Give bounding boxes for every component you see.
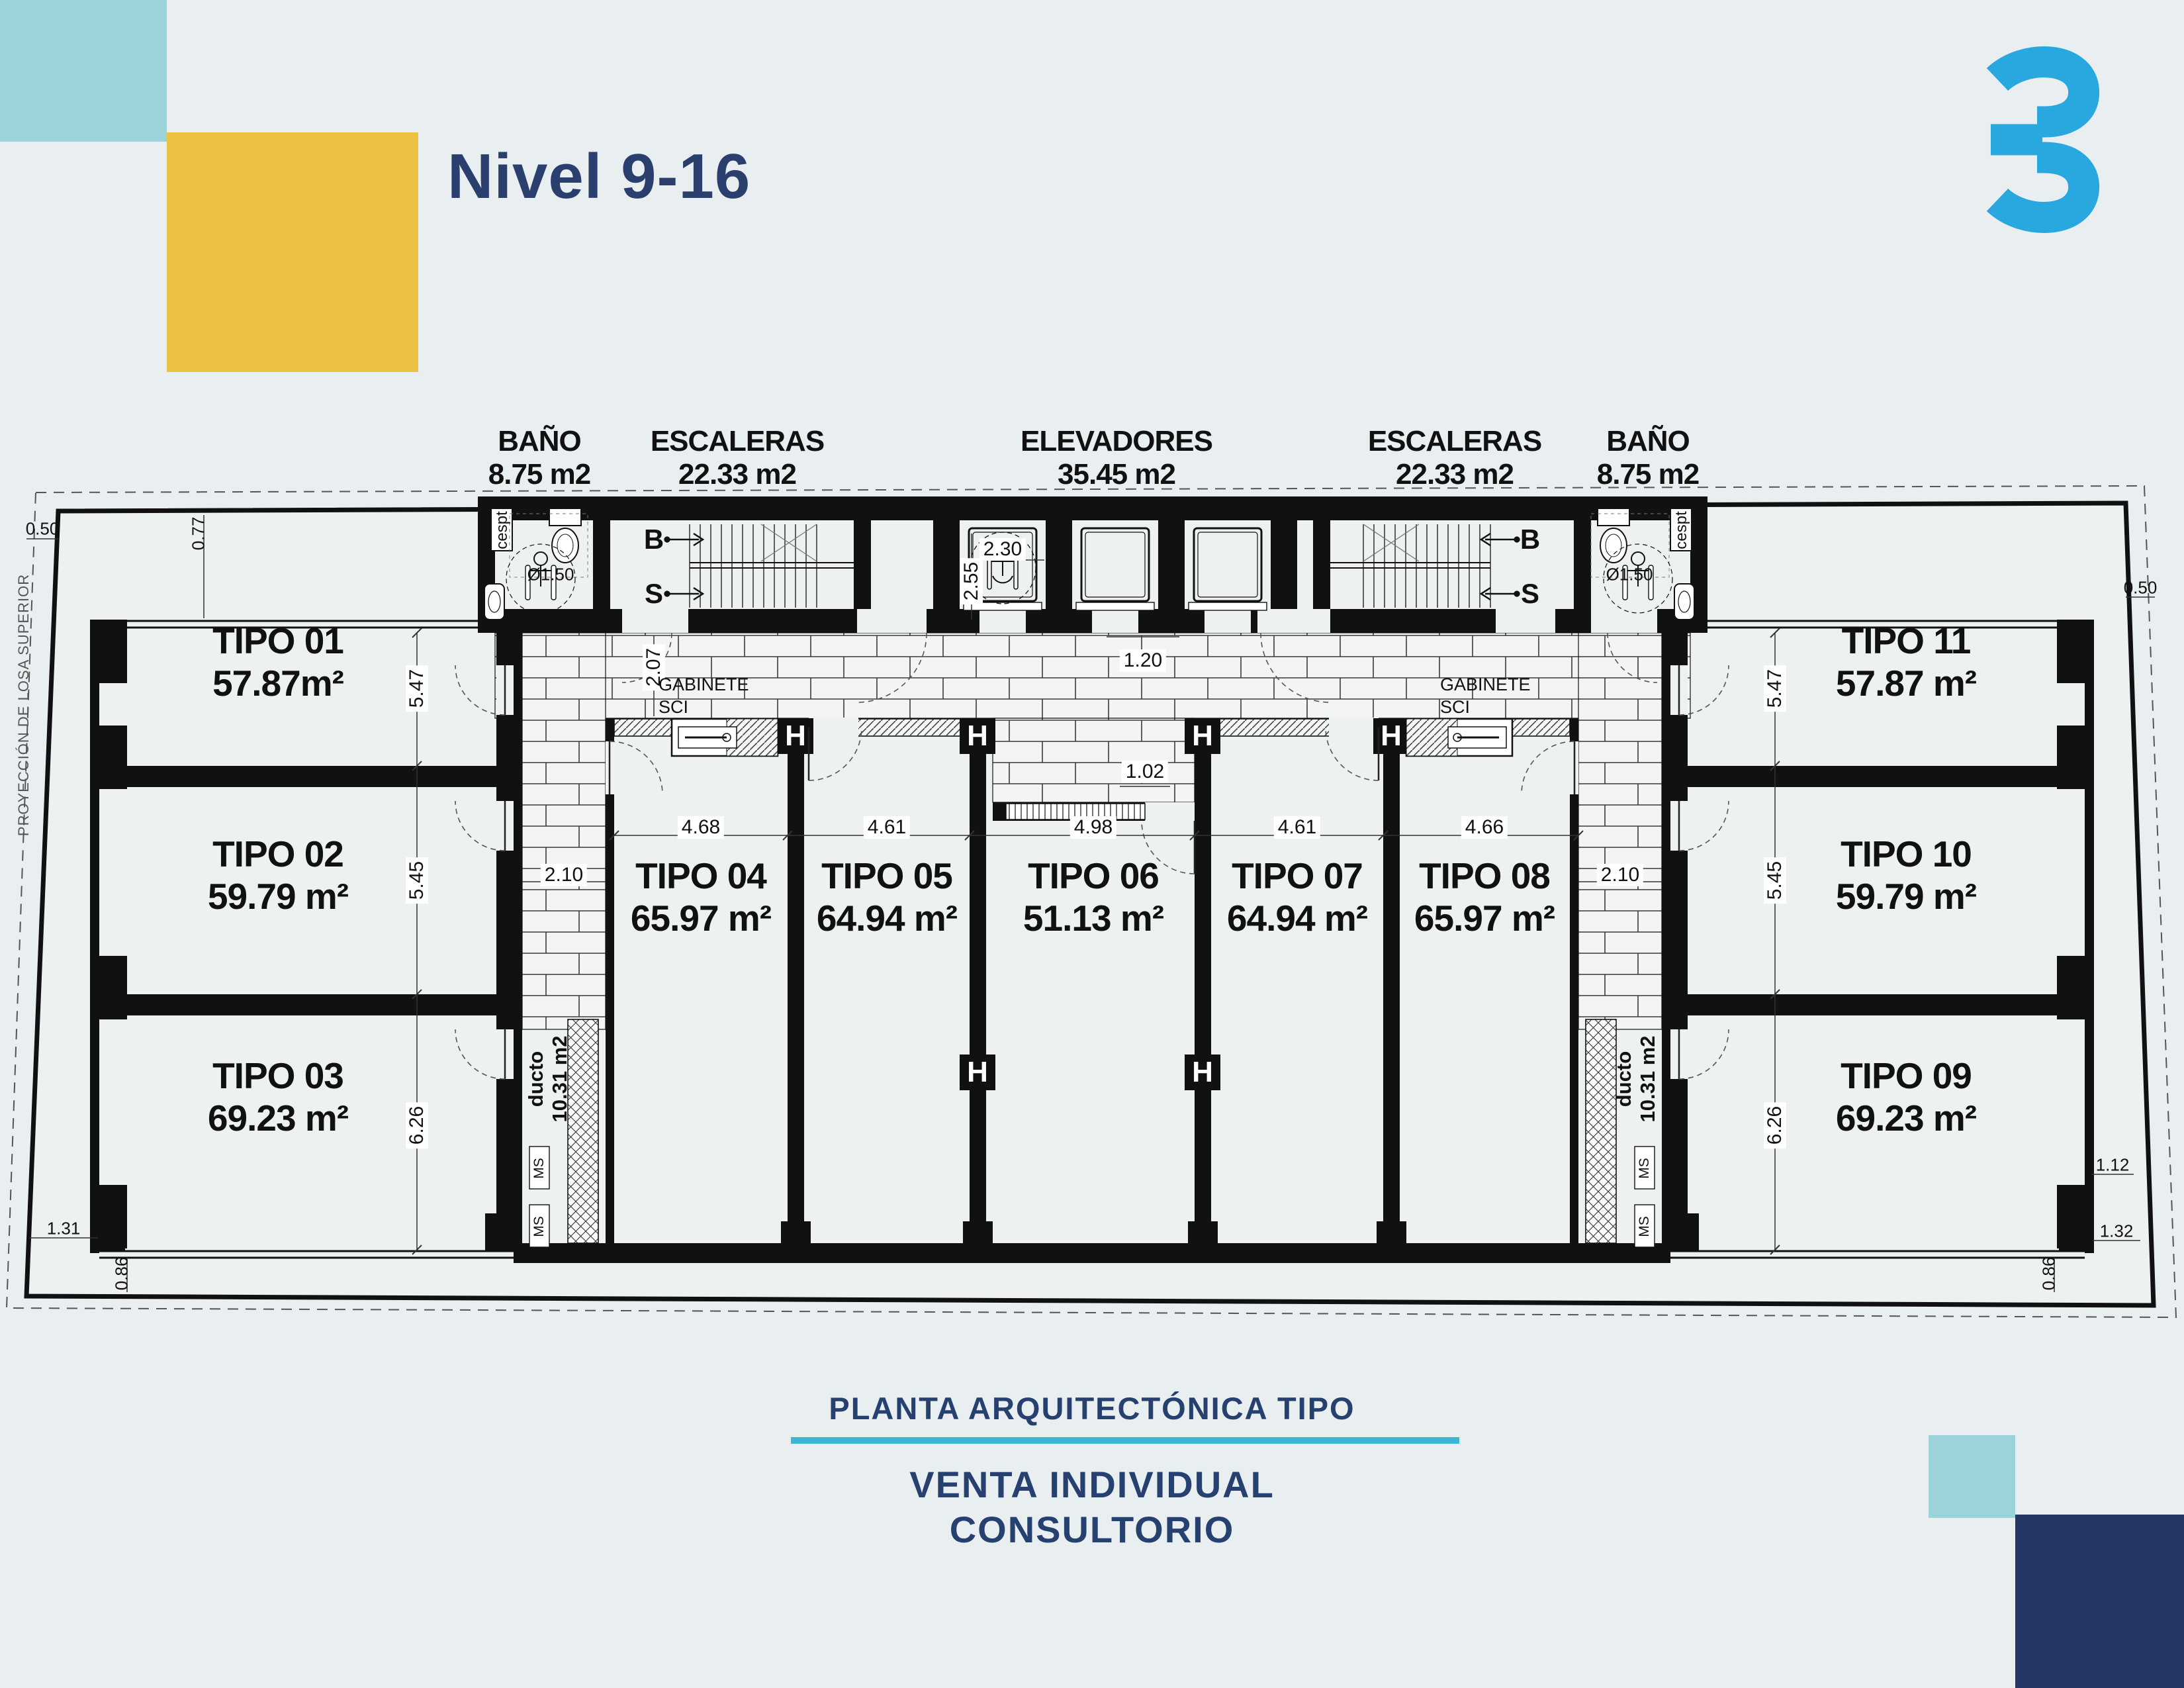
column-h-1: H [785, 720, 806, 752]
stair-label-s-right: S [1520, 578, 1540, 609]
top-label-escaleras-right: ESCALERAS 22.33 m2 [1367, 425, 1542, 491]
dim-4-68: 4.68 [677, 816, 725, 839]
dim-4-98: 4.98 [1069, 816, 1117, 839]
room-label-tipo-08: TIPO 08 65.97 m² [1414, 855, 1555, 939]
room-label-tipo-02: TIPO 02 59.79 m² [207, 833, 349, 917]
duct-shafts [529, 1019, 1655, 1248]
column-h-6: H [1192, 1056, 1213, 1088]
stair-label-s-left: S [644, 578, 664, 609]
stairs-left [664, 524, 854, 608]
dimension-lines [26, 515, 2155, 1292]
dim-5-47-right: 5.47 [1764, 665, 1786, 712]
gabinete-sci-left: GABINETE SCI [659, 675, 749, 717]
decor-square-bottomright-blue [1929, 1435, 2015, 1518]
footer-venta-individual: VENTA INDIVIDUAL [909, 1464, 1275, 1505]
room-label-tipo-01: TIPO 01 57.87m² [212, 620, 344, 704]
decor-square-bottomright-navy [2015, 1515, 2184, 1688]
stair-label-b-left: B [643, 524, 664, 555]
bathroom-right [1590, 508, 1695, 620]
room-label-tipo-11: TIPO 11 57.87 m² [1835, 620, 1977, 704]
room-label-tipo-05: TIPO 05 64.94 m² [816, 855, 958, 939]
footer-consultorio: CONSULTORIO [949, 1509, 1235, 1550]
column-h-4: H [1381, 720, 1402, 752]
dim-2-55: 2.55 [960, 557, 983, 605]
room-label-tipo-03: TIPO 03 69.23 m² [207, 1055, 349, 1139]
window-walls [99, 620, 2085, 1259]
dim-5-47-left: 5.47 [406, 665, 428, 712]
page-title: Nivel 9-16 [447, 141, 751, 212]
dim-0-77: 0.77 [188, 516, 208, 551]
decor-square-topleft-blue [0, 0, 167, 142]
dim-0-86-right: 0.86 [2038, 1256, 2059, 1291]
dim-2-30: 2.30 [979, 538, 1026, 561]
ms-label-right-2: MS [1637, 1216, 1652, 1237]
dim-4-66: 4.66 [1461, 816, 1508, 839]
fire-cabinet-left [670, 718, 779, 757]
dim-1-02: 1.02 [1121, 761, 1169, 783]
proyeccion-losa-label: PROYECCIÓN DE LOSA SUPERIOR [15, 573, 32, 837]
bath-label-cespt-right: cespt [1672, 511, 1690, 549]
footer-rule [791, 1437, 1459, 1444]
footer-plan-title: PLANTA ARQUITECTÓNICA TIPO [829, 1391, 1355, 1426]
column-h-3: H [1192, 720, 1213, 752]
dim-1-32: 1.32 [2099, 1221, 2134, 1241]
column-h-5: H [967, 1056, 988, 1088]
room-label-tipo-07: TIPO 07 64.94 m² [1226, 855, 1368, 939]
column-h-2: H [967, 720, 988, 752]
top-label-escaleras-left: ESCALERAS 22.33 m2 [650, 425, 825, 491]
stairs-right [1330, 524, 1520, 608]
dim-diameter-right: Ø1.50 [1606, 564, 1653, 585]
dim-1-31: 1.31 [46, 1218, 81, 1239]
fire-cabinet-right [1405, 718, 1514, 757]
dim-2-10-right: 2.10 [1596, 864, 1644, 886]
stair-label-b-right: B [1520, 524, 1541, 555]
decor-square-topleft-yellow [167, 132, 418, 372]
brand-3-logo [1986, 46, 2100, 233]
ms-label-right-1: MS [1637, 1158, 1652, 1179]
dim-diameter-left: Ø1.50 [527, 564, 574, 585]
ducto-label-right: ducto 10.31 m2 [1612, 1035, 1659, 1123]
dim-4-61-b: 4.61 [1273, 816, 1321, 839]
dim-1-12: 1.12 [2095, 1154, 2130, 1175]
ducto-label-left: ducto 10.31 m2 [524, 1035, 571, 1123]
ms-label-left-2: MS [531, 1216, 547, 1237]
dim-6-26-right: 6.26 [1764, 1102, 1786, 1149]
top-label-bano-right: BAÑO 8.75 m2 [1596, 425, 1700, 491]
corridor-floor [494, 632, 1691, 1030]
dim-0-50-left: 0.50 [25, 518, 60, 539]
ms-label-left-1: MS [531, 1158, 547, 1179]
gabinete-sci-right: GABINETE SCI [1440, 675, 1531, 717]
dim-5-45-left: 5.45 [406, 857, 428, 904]
bathroom-left [484, 508, 588, 620]
dim-5-45-right: 5.45 [1764, 857, 1786, 904]
dim-0-86-left: 0.86 [111, 1256, 132, 1291]
door-swings [455, 632, 1729, 1080]
top-label-elevadores: ELEVADORES 35.45 m2 [1021, 425, 1213, 491]
bath-label-cespt-left: cespt [493, 511, 511, 549]
room-label-tipo-10: TIPO 10 59.79 m² [1835, 833, 1977, 917]
elevator-shafts [963, 527, 1267, 611]
dim-6-26-left: 6.26 [406, 1102, 428, 1149]
dim-1-20: 1.20 [1119, 649, 1167, 672]
dim-4-61-a: 4.61 [863, 816, 911, 839]
room-label-tipo-04: TIPO 04 65.97 m² [630, 855, 772, 939]
room-label-tipo-06: TIPO 06 51.13 m² [1023, 855, 1164, 939]
room-label-tipo-09: TIPO 09 69.23 m² [1835, 1055, 1977, 1139]
dim-2-10-left: 2.10 [540, 864, 588, 886]
walls [90, 496, 2094, 1263]
top-label-bano-left: BAÑO 8.75 m2 [488, 425, 591, 491]
dim-0-50-right: 0.50 [2123, 577, 2158, 598]
